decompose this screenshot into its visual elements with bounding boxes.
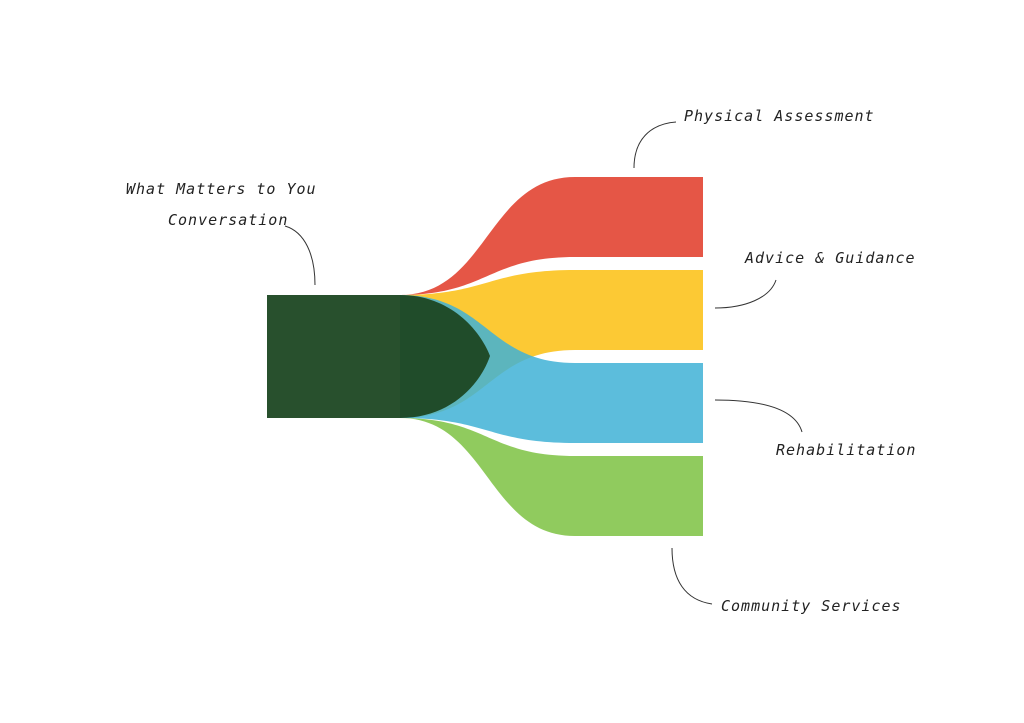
leader-line-source	[284, 225, 316, 286]
target-label-rehabilitation: Rehabilitation	[776, 441, 917, 459]
source-label-line2: Conversation	[168, 211, 289, 229]
target-label-community-services: Community Services	[721, 597, 902, 615]
leader-line-physical	[633, 121, 677, 169]
flow-community-services	[400, 418, 703, 536]
source-node	[267, 295, 490, 418]
leader-line-community	[671, 547, 713, 605]
target-label-advice-guidance: Advice & Guidance	[745, 249, 916, 267]
leader-line-rehab	[714, 399, 803, 433]
flow-physical-assessment	[400, 177, 703, 295]
leader-line-advice	[714, 279, 777, 309]
target-label-physical-assessment: Physical Assessment	[684, 107, 875, 125]
source-label-line1: What Matters to You	[126, 180, 317, 198]
